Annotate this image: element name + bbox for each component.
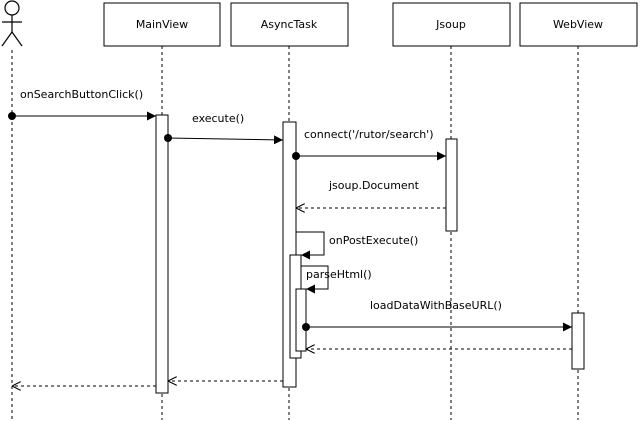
participant-webview: WebView [519,2,638,47]
message-label-load-data-with-base-url: loadDataWithBaseURL() [370,299,502,312]
participant-asynctask: AsyncTask [230,2,349,47]
message-label-connect: connect('/rutor/search') [304,128,434,141]
actor-figure [1,0,23,47]
message-connect: connect('/rutor/search') [292,128,446,161]
message-execute: execute() [164,112,284,145]
participant-label-asynctask: AsyncTask [261,18,318,31]
participant-label-jsoup: Jsoup [435,18,466,31]
message-label-execute: execute() [192,112,244,125]
message-load-data-with-base-url: loadDataWithBaseURL() [302,299,572,332]
participant-label-webview: WebView [553,18,603,31]
participant-mainview: MainView [103,2,221,47]
message-on-post-execute: onPostExecute() [296,231,418,260]
participant-label-mainview: MainView [136,18,188,31]
activation-parsehtml [295,288,307,352]
message-label-jsoup-document: jsoup.Document [328,179,420,192]
message-label-on-post-execute: onPostExecute() [329,234,418,247]
message-label-on-search-button-click: onSearchButtonClick() [20,88,143,101]
message-on-search-button-click: onSearchButtonClick() [8,88,156,121]
message-label-parse-html: parseHtml() [306,268,372,281]
activation-webview [571,312,585,370]
activation-jsoup [445,138,458,232]
return-jsoup-document: jsoup.Document [296,179,446,208]
message-parse-html: parseHtml() [301,265,372,294]
participant-jsoup: Jsoup [392,2,511,47]
activation-mainview [155,114,169,394]
